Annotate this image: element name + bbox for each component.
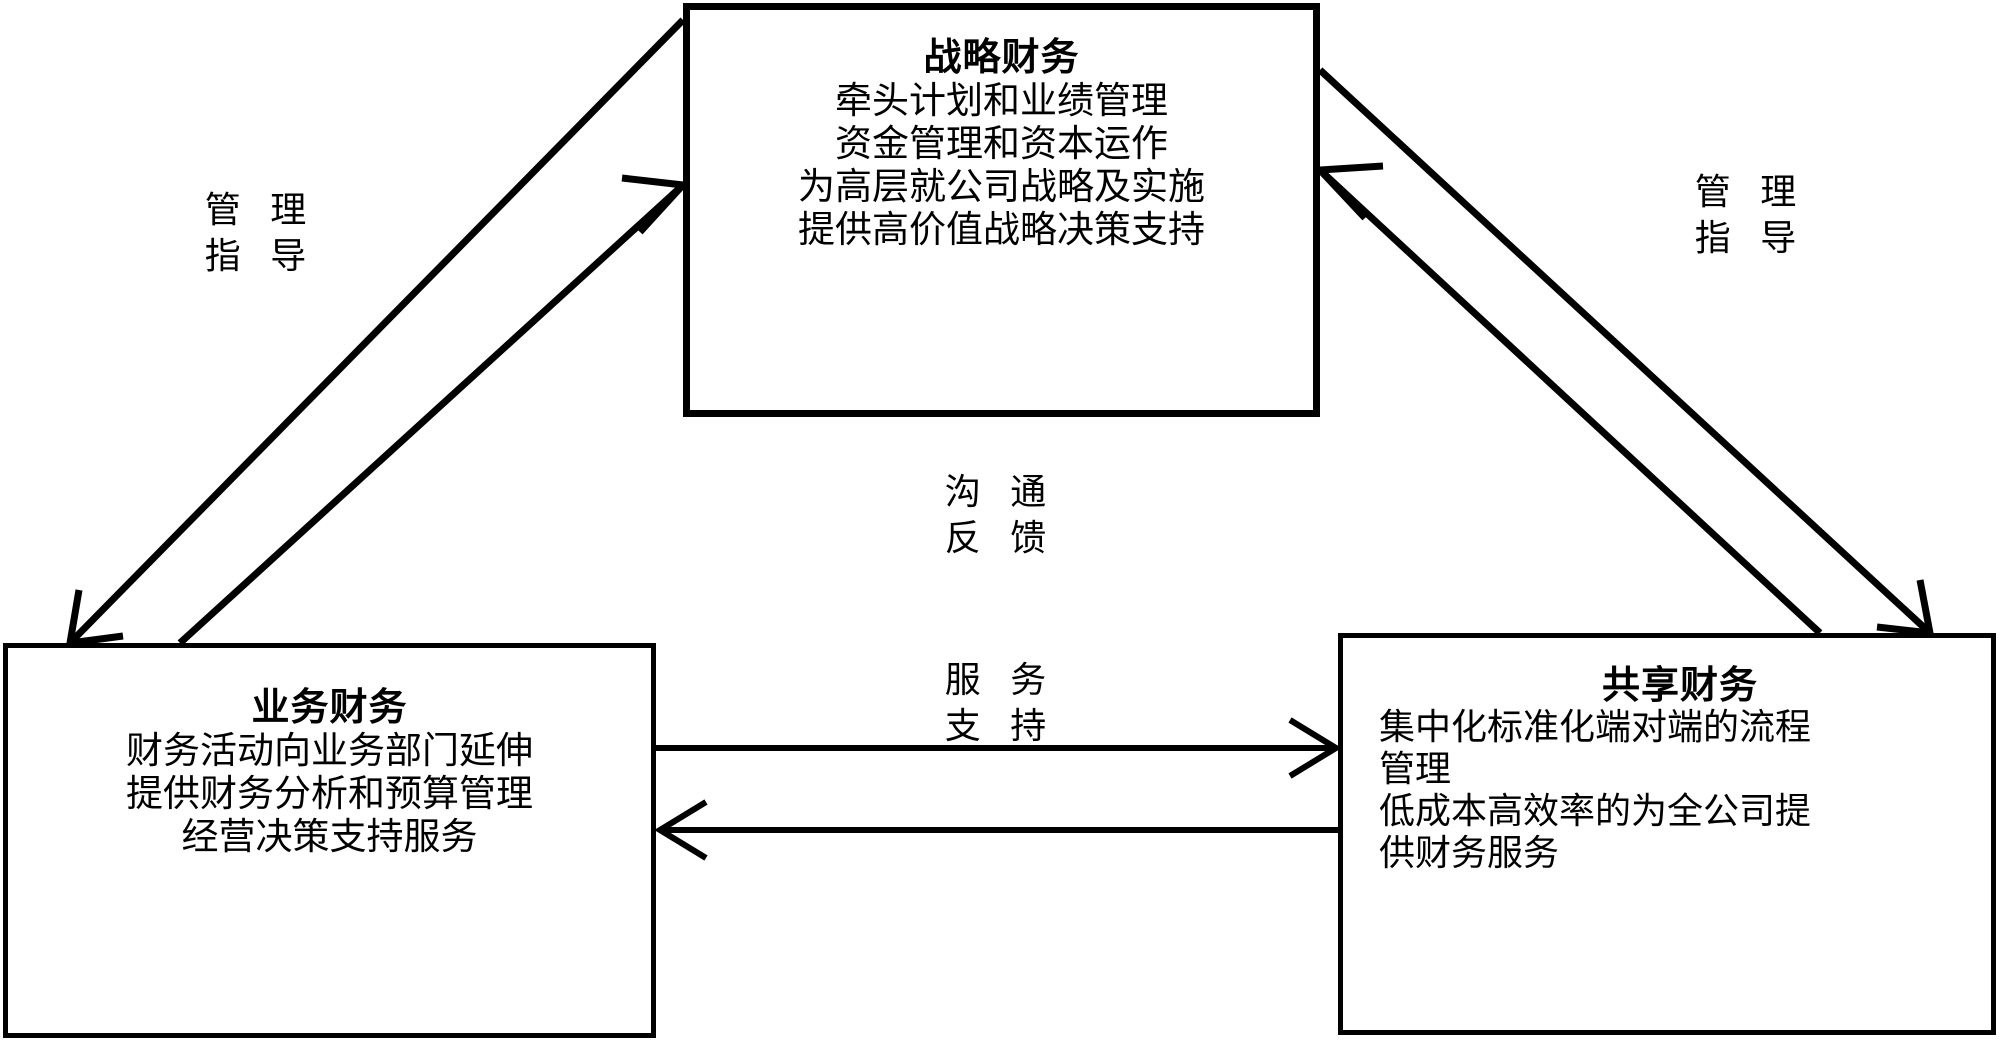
edge-label-communicate-feedback: 沟 通 反 馈 [860,470,1140,562]
node-business-finance[interactable]: 业务财务 财务活动向业务部门延伸 提供财务分析和预算管理 经营决策支持服务 [3,643,656,1038]
node-strategic-line-2: 资金管理和资本运作 [835,121,1168,165]
arrowhead-up-right [621,174,691,235]
edge-label-service-support: 服 务 支 持 [860,658,1140,750]
node-business-title: 业务财务 [251,685,408,729]
node-shared-title: 共享财务 [1601,663,1758,707]
node-shared-line-2: 管理 [1379,748,1452,790]
edge-label-line-2: 反 馈 [944,518,1056,560]
node-shared-line-1: 集中化标准化端对端的流程 [1379,706,1812,748]
node-shared-line-3: 低成本高效率的为全公司提 [1379,790,1812,832]
arrowhead-down-left [65,589,124,648]
node-strategic-title: 战略财务 [923,35,1080,79]
edge-label-line-1: 沟 通 [944,472,1056,513]
node-strategic-line-4: 提供高价值战略决策支持 [798,208,1205,252]
node-strategic-line-3: 为高层就公司战略及实施 [798,165,1205,209]
node-business-line-2: 提供财务分析和预算管理 [126,771,533,815]
arrowhead-down-right [1876,579,1935,638]
node-strategic-line-1: 牵头计划和业绩管理 [835,78,1168,122]
arrowhead-right [1288,717,1342,779]
edge-strategic-to-business [65,17,686,648]
edge-label-manage-guide-left: 管 理 指 导 [150,188,370,280]
node-shared-line-4: 供财务服务 [1379,832,1560,874]
edge-label-line-1: 管 理 [1694,172,1806,213]
edge-label-manage-guide-right: 管 理 指 导 [1640,170,1860,262]
edge-strategic-to-shared [1317,67,1935,638]
node-strategic-finance[interactable]: 战略财务 牵头计划和业绩管理 资金管理和资本运作 为高层就公司战略及实施 提供高… [683,3,1320,417]
arrowhead-up-left [1312,162,1384,221]
edge-label-line-2: 指 导 [1694,218,1806,260]
edge-label-line-1: 服 务 [944,660,1056,701]
edge-label-line-2: 指 导 [204,236,316,278]
node-business-line-3: 经营决策支持服务 [181,815,478,859]
edge-shared-to-business [654,799,1338,861]
node-business-line-1: 财务活动向业务部门延伸 [126,728,533,772]
edge-label-line-1: 管 理 [204,190,316,231]
arrowhead-left [654,799,708,861]
edge-label-line-2: 支 持 [944,706,1056,748]
node-shared-finance[interactable]: 共享财务 集中化标准化端对端的流程 管理 低成本高效率的为全公司提 供财务服务 [1338,633,1996,1035]
